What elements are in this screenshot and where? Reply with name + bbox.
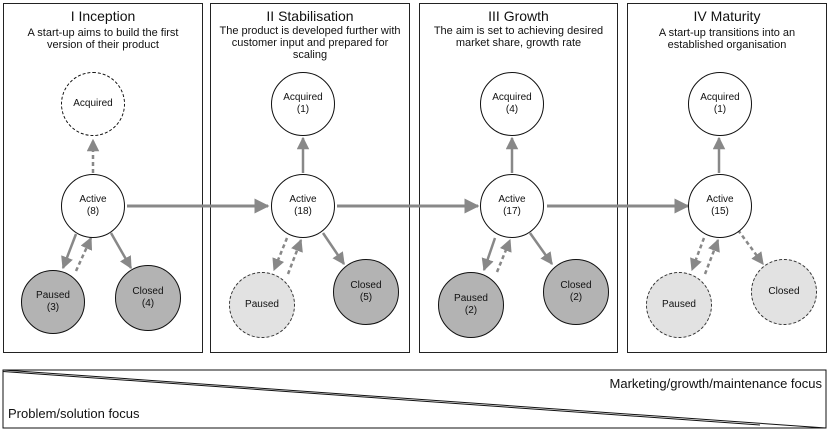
node-count: (2): [464, 305, 478, 316]
node-count: (2): [569, 292, 583, 303]
node-count: (18): [294, 206, 312, 217]
node-count: (3): [46, 302, 60, 313]
stage-description: The aim is set to achieving desired mark…: [433, 25, 604, 49]
node-label: Active: [706, 194, 734, 205]
node-count: (15): [711, 206, 729, 217]
stage-description: A start-up transitions into an establish…: [658, 27, 796, 51]
node-closed: Closed (4): [115, 265, 181, 331]
focus-label-right: Marketing/growth/maintenance focus: [609, 376, 822, 391]
stage-description: The product is developed further with cu…: [219, 25, 401, 61]
node-paused: Paused (3): [21, 270, 85, 334]
node-label: Paused: [454, 293, 488, 304]
node-closed: Closed: [751, 259, 817, 325]
node-count: (8): [86, 206, 100, 217]
node-label: Acquired: [283, 92, 323, 103]
node-acquired: Acquired (4): [480, 72, 544, 136]
node-label: Paused: [245, 299, 279, 310]
stage-title: I Inception: [70, 8, 136, 24]
node-active: Active (18): [271, 174, 335, 238]
node-label: Active: [289, 194, 317, 205]
node-label: Paused: [662, 299, 696, 310]
node-paused: Paused: [646, 272, 712, 338]
focus-label-left: Problem/solution focus: [8, 406, 140, 421]
node-active: Active (15): [688, 174, 752, 238]
node-acquired: Acquired: [61, 72, 125, 136]
stage-description: A start-up aims to build the first versi…: [27, 27, 179, 51]
node-label: Closed: [768, 286, 800, 297]
node-label: Paused: [36, 290, 70, 301]
focus-wedge: [2, 369, 827, 429]
node-count: (4): [141, 298, 155, 309]
node-label: Closed: [560, 280, 592, 291]
node-acquired: Acquired (1): [688, 72, 752, 136]
node-label: Acquired: [700, 92, 740, 103]
node-active: Active (8): [61, 174, 125, 238]
node-label: Acquired: [492, 92, 532, 103]
node-closed: Closed (2): [543, 259, 609, 325]
node-label: Closed: [350, 280, 382, 291]
stage-title: III Growth: [488, 8, 549, 24]
node-closed: Closed (5): [333, 259, 399, 325]
node-label: Acquired: [73, 98, 113, 109]
node-active: Active (17): [480, 174, 544, 238]
stage-title: IV Maturity: [693, 8, 761, 24]
node-count: (17): [503, 206, 521, 217]
stage-title: II Stabilisation: [266, 8, 354, 24]
node-acquired: Acquired (1): [271, 72, 335, 136]
node-count: (5): [359, 292, 373, 303]
node-count: (1): [713, 104, 727, 115]
node-label: Active: [79, 194, 107, 205]
node-label: Closed: [132, 286, 164, 297]
node-paused: Paused: [229, 272, 295, 338]
node-count: (1): [296, 104, 310, 115]
node-count: (4): [505, 104, 519, 115]
node-paused: Paused (2): [438, 272, 504, 338]
node-label: Active: [498, 194, 526, 205]
